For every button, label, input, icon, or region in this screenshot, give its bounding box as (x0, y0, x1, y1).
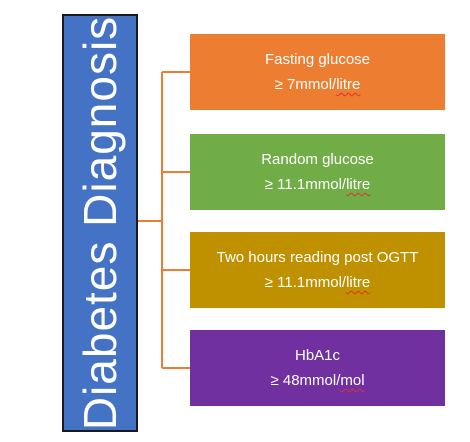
criterion-label: Random glucose (261, 150, 374, 168)
criterion-value: ≥ 11.1mmol/litre (264, 274, 371, 291)
criterion-value: ≥ 11.1mmol/litre (264, 176, 371, 193)
criterion-value: ≥ 48mmol/mol (270, 372, 365, 389)
criterion-box-ogtt: Two hours reading post OGTT ≥ 11.1mmol/l… (190, 232, 445, 308)
diagram-title-box: Diabetes Diagnosis (62, 14, 138, 432)
criterion-box-random-glucose: Random glucose ≥ 11.1mmol/litre (190, 134, 445, 210)
criterion-label: Fasting glucose (264, 50, 371, 68)
criterion-box-fasting-glucose: Fasting glucose ≥ 7mmol/litre (190, 34, 445, 110)
criterion-label: Two hours reading post OGTT (216, 248, 419, 266)
criterion-box-hba1c: HbA1c ≥ 48mmol/mol (190, 330, 445, 406)
criterion-value: ≥ 7mmol/litre (274, 76, 361, 93)
criterion-label: HbA1c (294, 346, 341, 364)
